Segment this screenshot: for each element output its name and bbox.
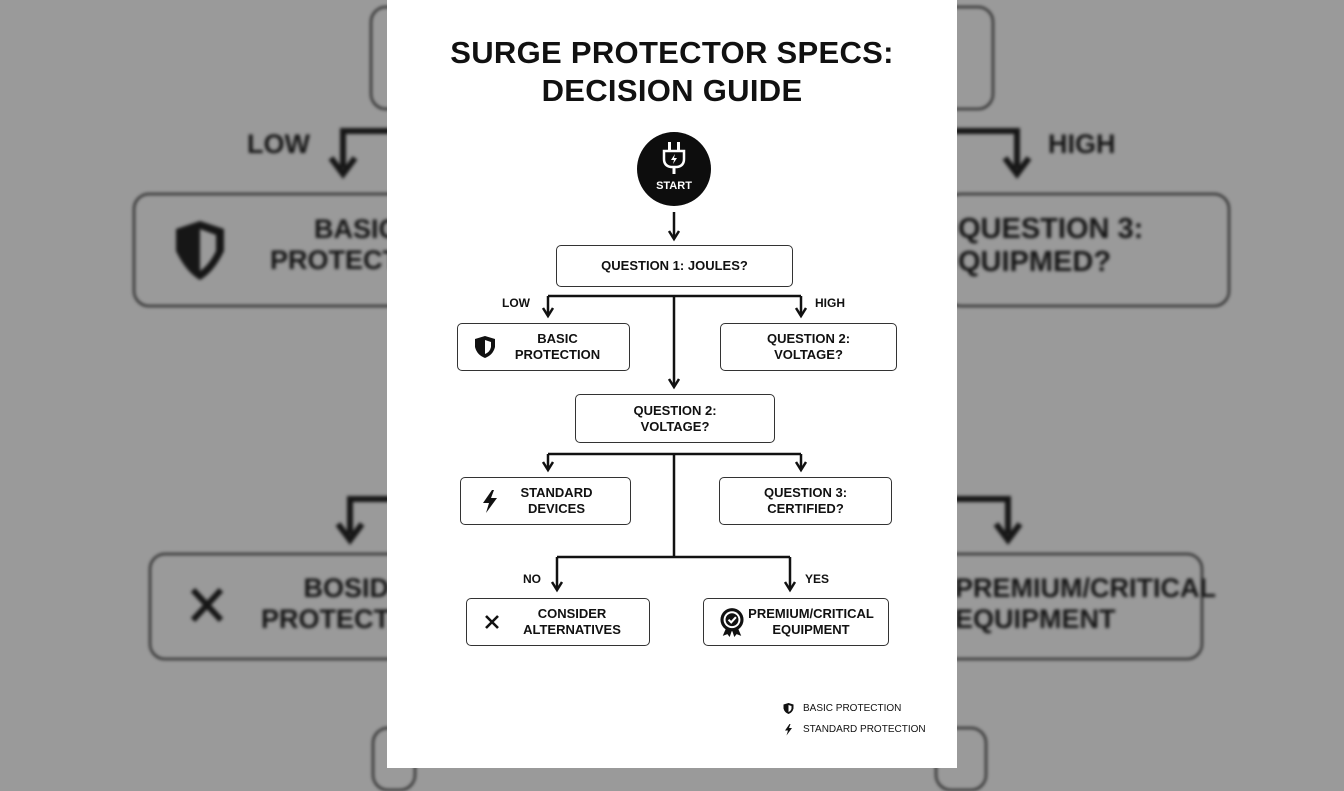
arrowhead-q1-low [541,307,555,319]
branch-label-high: HIGH [815,296,845,310]
outcome-standard-devices: STANDARD DEVICES [460,477,631,525]
outcome-basic-protection: BASIC PROTECTION [457,323,630,371]
consider-alternatives-label: CONSIDER ALTERNATIVES [523,606,621,637]
bg-arrow-left-2 [347,496,390,534]
branch-label-yes: YES [805,572,830,586]
question-2-voltage: QUESTION 2: VOLTAGE? [575,394,775,443]
question-3-label: QUESTION 3: CERTIFIED? [763,485,848,516]
bg-label-low: LOW [247,129,310,159]
bg-label-basic-protect: BASIC PROTECT [270,214,400,276]
bg-label-bosid: BOSID PROTECTI [261,573,398,635]
outcome-premium-critical: PREMIUM/CRITICAL EQUIPMENT [703,598,889,646]
page-title: SURGE PROTECTOR SPECS: DECISION GUIDE [387,34,957,110]
arrowhead-q3-no [550,581,564,593]
standard-devices-label: STANDARD DEVICES [520,485,593,516]
bg-close-icon [190,587,224,623]
bg-label-premium: PREMIUM/CRITICAL EQUIPMENT [955,573,1216,635]
legend-basic-label: BASIC PROTECTION [803,703,902,714]
bg-label-high: HIGH [1048,129,1116,159]
basic-protection-label: BASIC PROTECTION [514,331,601,362]
question-3-certified: QUESTION 3: CERTIFIED? [719,477,892,525]
question-2-label: QUESTION 2: VOLTAGE? [633,402,717,434]
lightning-icon [483,490,497,513]
bg-arrowhead-high [1002,156,1032,179]
arrowhead-q1-high [794,307,808,319]
connector-lines [541,212,808,593]
legend-lightning-icon [785,724,792,736]
blurred-backdrop: LOW HIGH BASIC PROTECT QUESTION 3: QUIPM… [133,6,1230,791]
question-1-joules: QUESTION 1: JOULES? [556,245,793,287]
title-line-1: SURGE PROTECTOR SPECS: [450,35,894,70]
bg-arrow-high [955,128,1020,168]
question-2-voltage-right: QUESTION 2: VOLTAGE? [720,323,897,371]
flowchart-card: SURGE PROTECTOR SPECS: DECISION GUIDE [387,0,957,768]
arrowhead-q2-standard [541,461,555,473]
start-node: START [637,132,711,206]
legend-item-standard: STANDARD PROTECTION [782,723,926,736]
arrowhead-start-q1 [667,230,681,242]
branch-label-low: LOW [502,296,530,310]
arrowhead-q2-q3 [794,461,808,473]
bg-connectors [176,128,1032,623]
bg-arrow-right-2 [955,496,1011,534]
arrowhead-q3-yes [783,581,797,593]
question-2-right-label: QUESTION 2: VOLTAGE? [766,331,851,362]
branch-label-no: NO [523,572,541,586]
shield-icon [475,336,495,358]
bg-label-question3: QUESTION 3: QUIPMED? [958,213,1144,279]
outcome-consider-alternatives: CONSIDER ALTERNATIVES [466,598,650,646]
legend-shield-icon [783,703,794,714]
badge-check-icon [720,608,744,637]
legend-item-basic: BASIC PROTECTION [782,702,901,715]
premium-critical-label: PREMIUM/CRITICAL EQUIPMENT [748,606,874,637]
plug-icon [662,142,686,174]
bg-arrowhead-low [328,156,358,179]
close-icon [485,615,499,629]
legend-standard-label: STANDARD PROTECTION [803,724,926,735]
start-label: START [656,180,692,192]
arrowhead-q1-q2 [667,378,681,390]
question-1-label: QUESTION 1: JOULES? [601,258,748,273]
bg-shield-icon-inner [200,229,216,271]
bg-arrowhead-right-2 [993,522,1023,545]
title-line-2: DECISION GUIDE [541,73,803,108]
bg-arrow-low [340,128,390,168]
bg-arrowhead-left-2 [335,522,365,545]
